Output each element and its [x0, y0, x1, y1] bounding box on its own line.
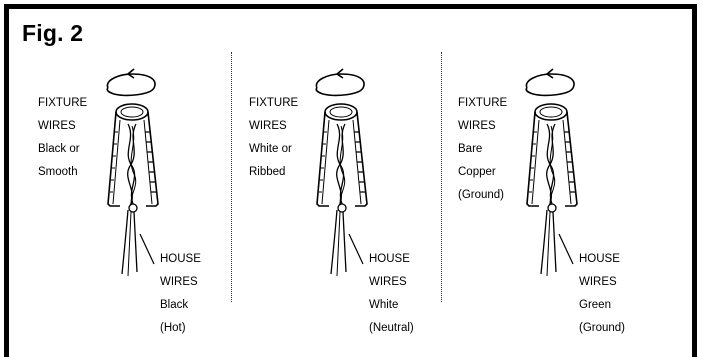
label-line: WIRES: [38, 119, 76, 132]
label-line: (Ground): [458, 188, 505, 201]
fixture-wires-label-black: FIXTURE WIRES Black or Smooth: [38, 86, 87, 190]
label-line: (Hot): [160, 321, 186, 334]
label-line: Black: [160, 298, 189, 311]
label-line: (Ground): [579, 321, 626, 334]
label-line: FIXTURE: [38, 96, 88, 109]
panel-divider-1: [231, 52, 232, 302]
fixture-wires-label-white: FIXTURE WIRES White or Ribbed: [249, 86, 298, 190]
label-line: FIXTURE: [458, 96, 508, 109]
label-line: White or: [249, 142, 292, 155]
label-line: HOUSE: [369, 252, 410, 265]
label-line: Green: [579, 298, 611, 311]
house-wires-label-white: HOUSE WIRES White (Neutral): [369, 242, 414, 346]
label-line: Smooth: [38, 165, 78, 178]
label-line: WIRES: [458, 119, 496, 132]
label-line: WIRES: [579, 275, 617, 288]
label-line: WIRES: [369, 275, 407, 288]
figure-frame: [4, 4, 697, 357]
label-line: Bare: [458, 142, 483, 155]
label-line: Black or: [38, 142, 80, 155]
label-line: WIRES: [160, 275, 198, 288]
figure-title: Fig. 2: [22, 20, 84, 46]
label-line: Ribbed: [249, 165, 286, 178]
panel-divider-2: [441, 52, 442, 302]
label-line: FIXTURE: [249, 96, 299, 109]
label-line: (Neutral): [369, 321, 414, 334]
label-line: HOUSE: [579, 252, 620, 265]
fixture-wires-label-copper: FIXTURE WIRES Bare Copper (Ground): [458, 86, 507, 213]
label-line: WIRES: [249, 119, 287, 132]
house-wires-label-green: HOUSE WIRES Green (Ground): [579, 242, 625, 346]
label-line: Copper: [458, 165, 496, 178]
house-wires-label-black: HOUSE WIRES Black (Hot): [160, 242, 201, 346]
label-line: White: [369, 298, 399, 311]
label-line: HOUSE: [160, 252, 201, 265]
